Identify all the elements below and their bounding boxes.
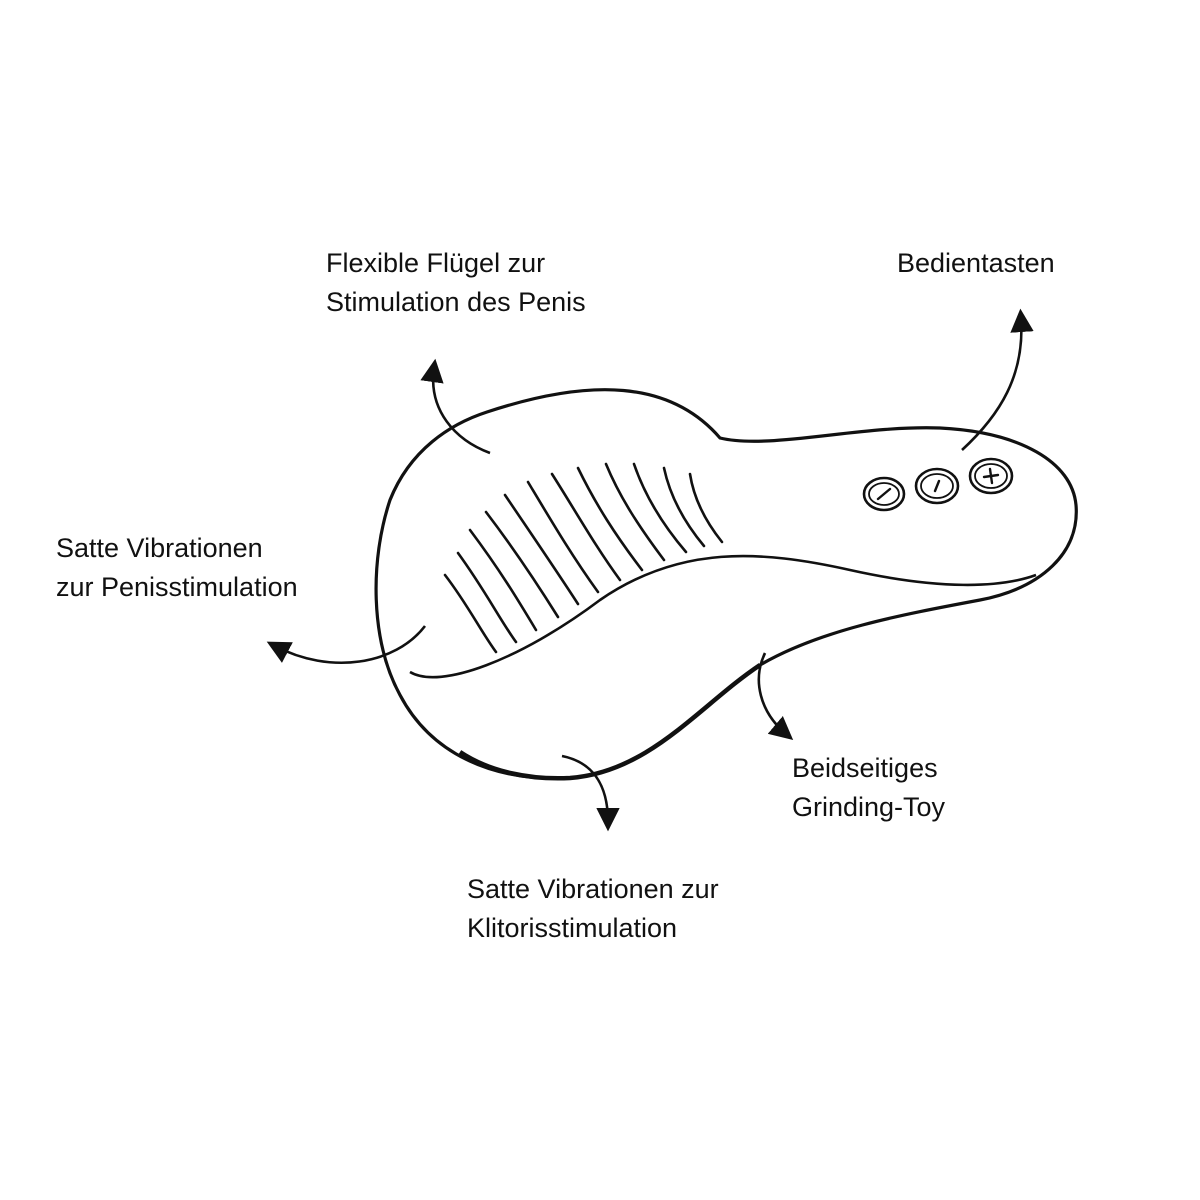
device-outline [374, 388, 1078, 780]
device-bottom-edge [458, 663, 762, 781]
label-flexible-wings-line1: Flexible Flügel zur [326, 248, 546, 278]
minus-button [862, 476, 906, 512]
wing-ribs [443, 462, 724, 654]
arrow-penis-vibration [266, 625, 427, 664]
label-clitoris-vibration-line2: Klitorisstimulation [467, 913, 678, 943]
minus-icon [876, 487, 892, 501]
arrow-clitoris-vibration [561, 754, 620, 832]
power-icon [933, 479, 941, 493]
arrow-buttons [961, 308, 1034, 451]
plus-button [968, 457, 1014, 495]
label-clitoris-vibration-line1: Satte Vibrationen zur [467, 874, 719, 904]
control-buttons [862, 457, 1014, 512]
label-grinding-toy-line1: Beidseitiges [792, 753, 938, 783]
label-penis-vibration: Satte Vibrationen zur Penisstimulation [56, 529, 298, 607]
wing-inner-curve [409, 554, 1037, 679]
label-clitoris-vibration: Satte Vibrationen zur Klitorisstimulatio… [467, 870, 719, 948]
label-grinding-toy: Beidseitiges Grinding-Toy [792, 749, 945, 827]
label-penis-vibration-line2: zur Penisstimulation [56, 572, 298, 602]
label-control-buttons-line1: Bedientasten [897, 248, 1055, 278]
label-flexible-wings-line2: Stimulation des Penis [326, 287, 586, 317]
label-flexible-wings: Flexible Flügel zur Stimulation des Peni… [326, 244, 586, 322]
label-penis-vibration-line1: Satte Vibrationen [56, 533, 263, 563]
power-button [914, 467, 960, 505]
arrow-grinding [757, 652, 794, 741]
label-control-buttons: Bedientasten [897, 244, 1055, 283]
label-grinding-toy-line2: Grinding-Toy [792, 792, 946, 822]
arrow-wings [420, 358, 491, 455]
plus-icon [982, 467, 1000, 485]
